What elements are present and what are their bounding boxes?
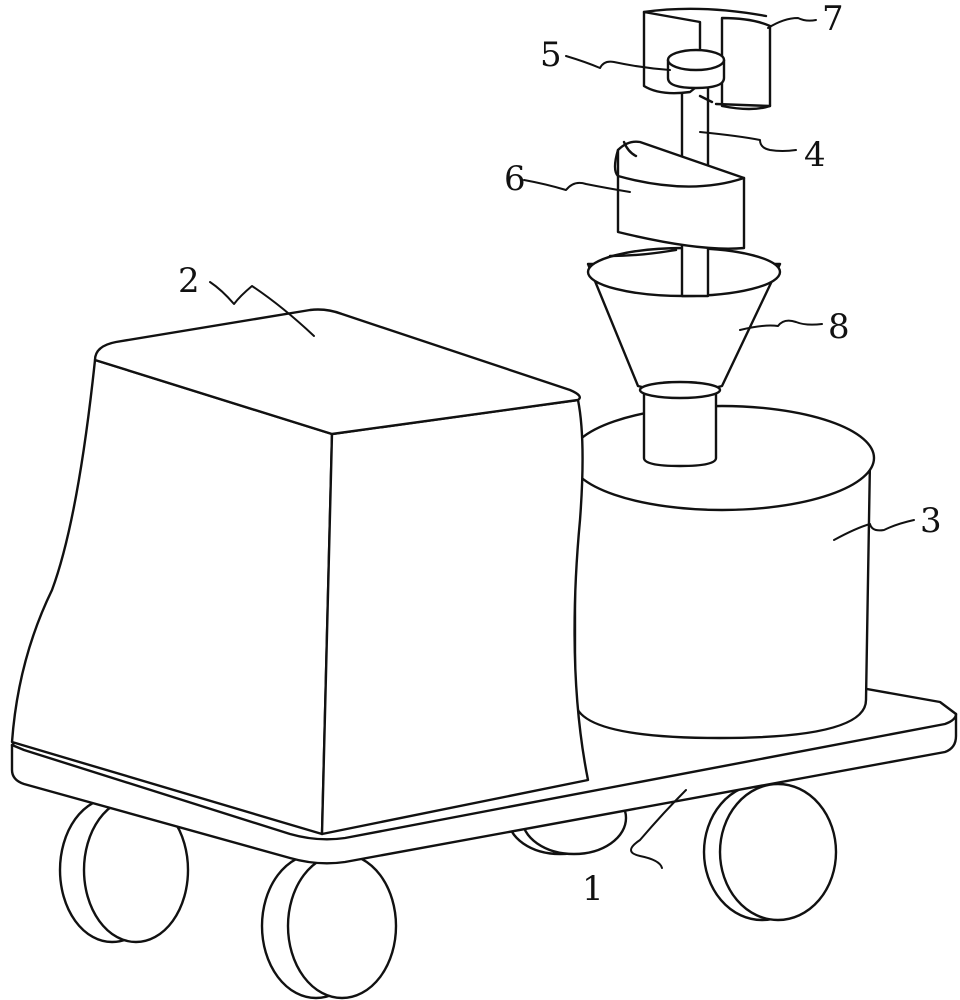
leader-line-8 <box>739 319 823 331</box>
callout-5: 5 <box>540 35 562 75</box>
box-housing <box>10 308 590 836</box>
lower-helical-blade <box>608 140 746 258</box>
leader-line-5 <box>565 55 671 71</box>
leader-line-6 <box>523 179 631 193</box>
leader-line-1 <box>630 789 687 869</box>
leader-line-7 <box>767 17 817 29</box>
front-wheel-left <box>58 796 190 944</box>
callout-1: 1 <box>582 869 604 909</box>
cylinder-tank <box>568 404 876 740</box>
funnel <box>586 246 782 468</box>
callout-2: 2 <box>178 261 200 301</box>
leader-line-2 <box>209 281 315 337</box>
callout-6: 6 <box>504 159 526 199</box>
callout-8: 8 <box>828 307 850 347</box>
rear-wheel-right <box>702 782 838 922</box>
leader-line-3 <box>833 519 915 541</box>
callout-3: 3 <box>920 501 942 541</box>
callout-4: 4 <box>804 135 826 175</box>
shaft-cap <box>666 48 726 90</box>
leader-line-4 <box>699 131 797 152</box>
callout-7: 7 <box>822 0 844 39</box>
front-wheel-center <box>260 852 398 1000</box>
